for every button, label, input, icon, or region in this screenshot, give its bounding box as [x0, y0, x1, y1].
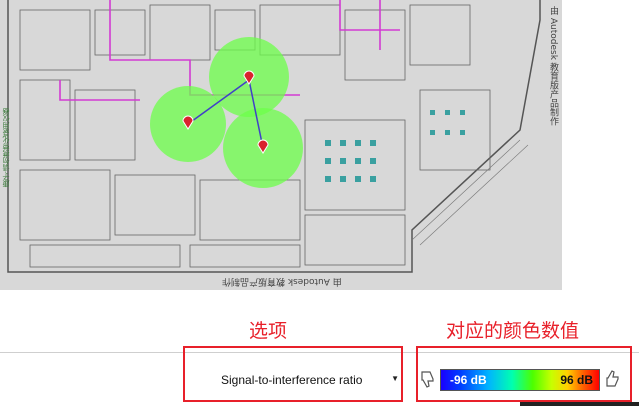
thumbs-down-icon[interactable] [419, 369, 437, 389]
bottom-edge-strip [520, 402, 639, 406]
heatmap-toolbar: Signal-to-interference ratio ▼ -96 dB 96… [0, 352, 639, 406]
ap-marker [182, 70, 269, 154]
floor-plan-view[interactable]: 由 Autodesk 教育版产品制作 由 Autodesk 教育版产品制作 康子… [0, 0, 562, 290]
side-note-text: 康子·请勿携带化录用仪器 [2, 108, 10, 188]
legend-min-value: -96 dB [450, 373, 487, 387]
color-scale-legend: -96 dB 96 dB [440, 369, 600, 391]
metric-dropdown[interactable]: Signal-to-interference ratio ▼ [211, 367, 401, 393]
autodesk-watermark-bottom: 由 Autodesk 教育版产品制作 [222, 276, 342, 286]
options-annotation: 选项 [249, 320, 288, 342]
color-values-annotation: 对应的颜色数值 [446, 320, 580, 342]
legend-max-value: 96 dB [560, 373, 593, 387]
options-highlight-box [183, 346, 403, 402]
floor-plan-drawing [7, 0, 541, 273]
metric-dropdown-value: Signal-to-interference ratio [221, 373, 363, 387]
legend-highlight-box [416, 346, 632, 402]
chevron-down-icon: ▼ [391, 374, 399, 383]
thumbs-up-icon[interactable] [604, 369, 622, 389]
autodesk-watermark-vertical: 由 Autodesk 教育版产品制作 [548, 6, 558, 126]
